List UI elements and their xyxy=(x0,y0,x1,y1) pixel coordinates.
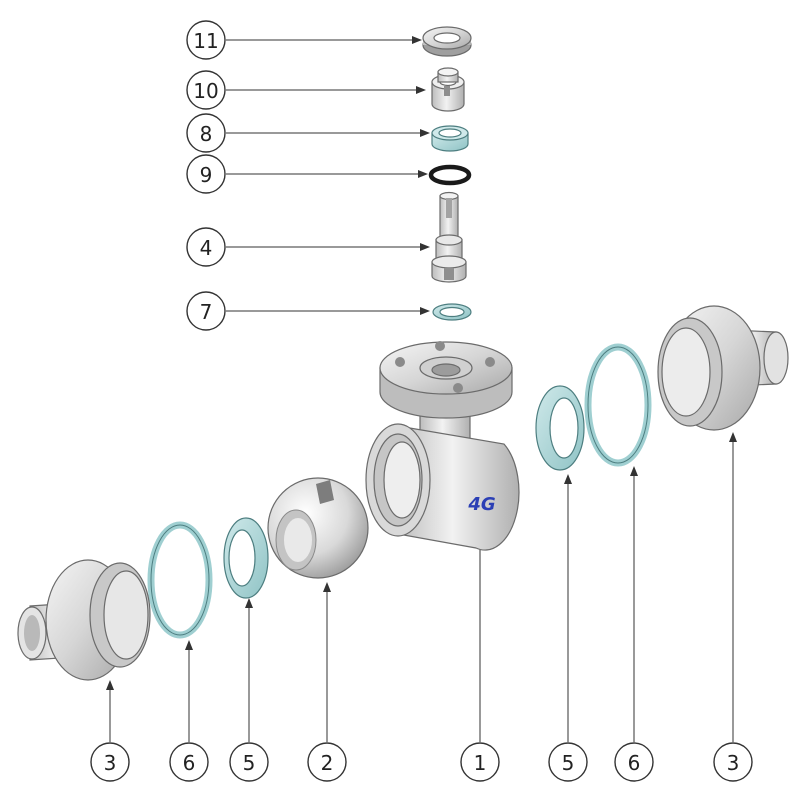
callout-6-right: 6 xyxy=(614,742,654,782)
arrow-head-icon xyxy=(630,466,638,476)
callout-5-right-label: 5 xyxy=(562,751,575,775)
callout-2: 2 xyxy=(307,742,347,782)
callout-10: 10 xyxy=(186,70,226,110)
callout-5-left: 5 xyxy=(229,742,269,782)
part-6-right-gasket xyxy=(584,343,652,467)
part-3-left-end-connector xyxy=(17,559,151,681)
callout-3-right: 3 xyxy=(713,742,753,782)
part-7-thrust-washer xyxy=(432,303,472,321)
part-9-o-ring xyxy=(428,164,472,186)
callout-4-label: 4 xyxy=(200,236,213,260)
callout-8: 8 xyxy=(186,113,226,153)
callout-3-right-label: 3 xyxy=(727,751,740,775)
part-5-right-seat xyxy=(535,385,585,471)
callout-1: 1 xyxy=(460,742,500,782)
callout-11-label: 11 xyxy=(193,29,218,53)
part-11-gland-nut xyxy=(422,26,472,57)
part-5-left-seat xyxy=(223,517,269,599)
arrow-head-icon xyxy=(416,86,426,94)
callout-4: 4 xyxy=(186,227,226,267)
arrow-head-icon xyxy=(245,598,253,608)
callout-5-right: 5 xyxy=(548,742,588,782)
callout-7: 7 xyxy=(186,291,226,331)
callout-2-label: 2 xyxy=(321,751,334,775)
arrow-head-icon xyxy=(185,640,193,650)
arrow-head-icon xyxy=(729,432,737,442)
arrow-head-icon xyxy=(323,582,331,592)
callout-10-label: 10 xyxy=(193,79,218,103)
part-2-ball xyxy=(267,477,369,579)
part-10-packing-gland xyxy=(431,67,465,112)
part-3-right-end-connector xyxy=(657,305,789,431)
callout-9-label: 9 xyxy=(200,163,213,187)
callouts: 11 10 8 9 4 7 3 6 xyxy=(90,20,753,782)
callout-6-left-label: 6 xyxy=(183,751,196,775)
part-6-left-gasket xyxy=(147,521,213,639)
callout-6-left: 6 xyxy=(169,742,209,782)
arrow-head-icon xyxy=(420,243,430,251)
arrow-head-icon xyxy=(106,680,114,690)
arrow-head-icon xyxy=(564,474,572,484)
arrow-head-icon xyxy=(412,36,422,44)
part-1-valve-body: 4G xyxy=(365,341,520,551)
callout-1-label: 1 xyxy=(474,751,487,775)
callout-3-left: 3 xyxy=(90,742,130,782)
callout-9: 9 xyxy=(186,154,226,194)
part-8-stem-seal xyxy=(431,125,469,152)
arrow-head-icon xyxy=(420,129,430,137)
arrow-head-icon xyxy=(418,170,428,178)
callout-6-right-label: 6 xyxy=(628,751,641,775)
callout-8-label: 8 xyxy=(200,122,213,146)
part-4-stem xyxy=(431,191,467,283)
callout-7-label: 7 xyxy=(200,300,213,324)
callout-5-left-label: 5 xyxy=(243,751,256,775)
leader-lines xyxy=(106,36,737,742)
body-logo: 4G xyxy=(467,494,495,515)
callout-3-left-label: 3 xyxy=(104,751,117,775)
callout-11: 11 xyxy=(186,20,226,60)
arrow-head-icon xyxy=(420,307,430,315)
